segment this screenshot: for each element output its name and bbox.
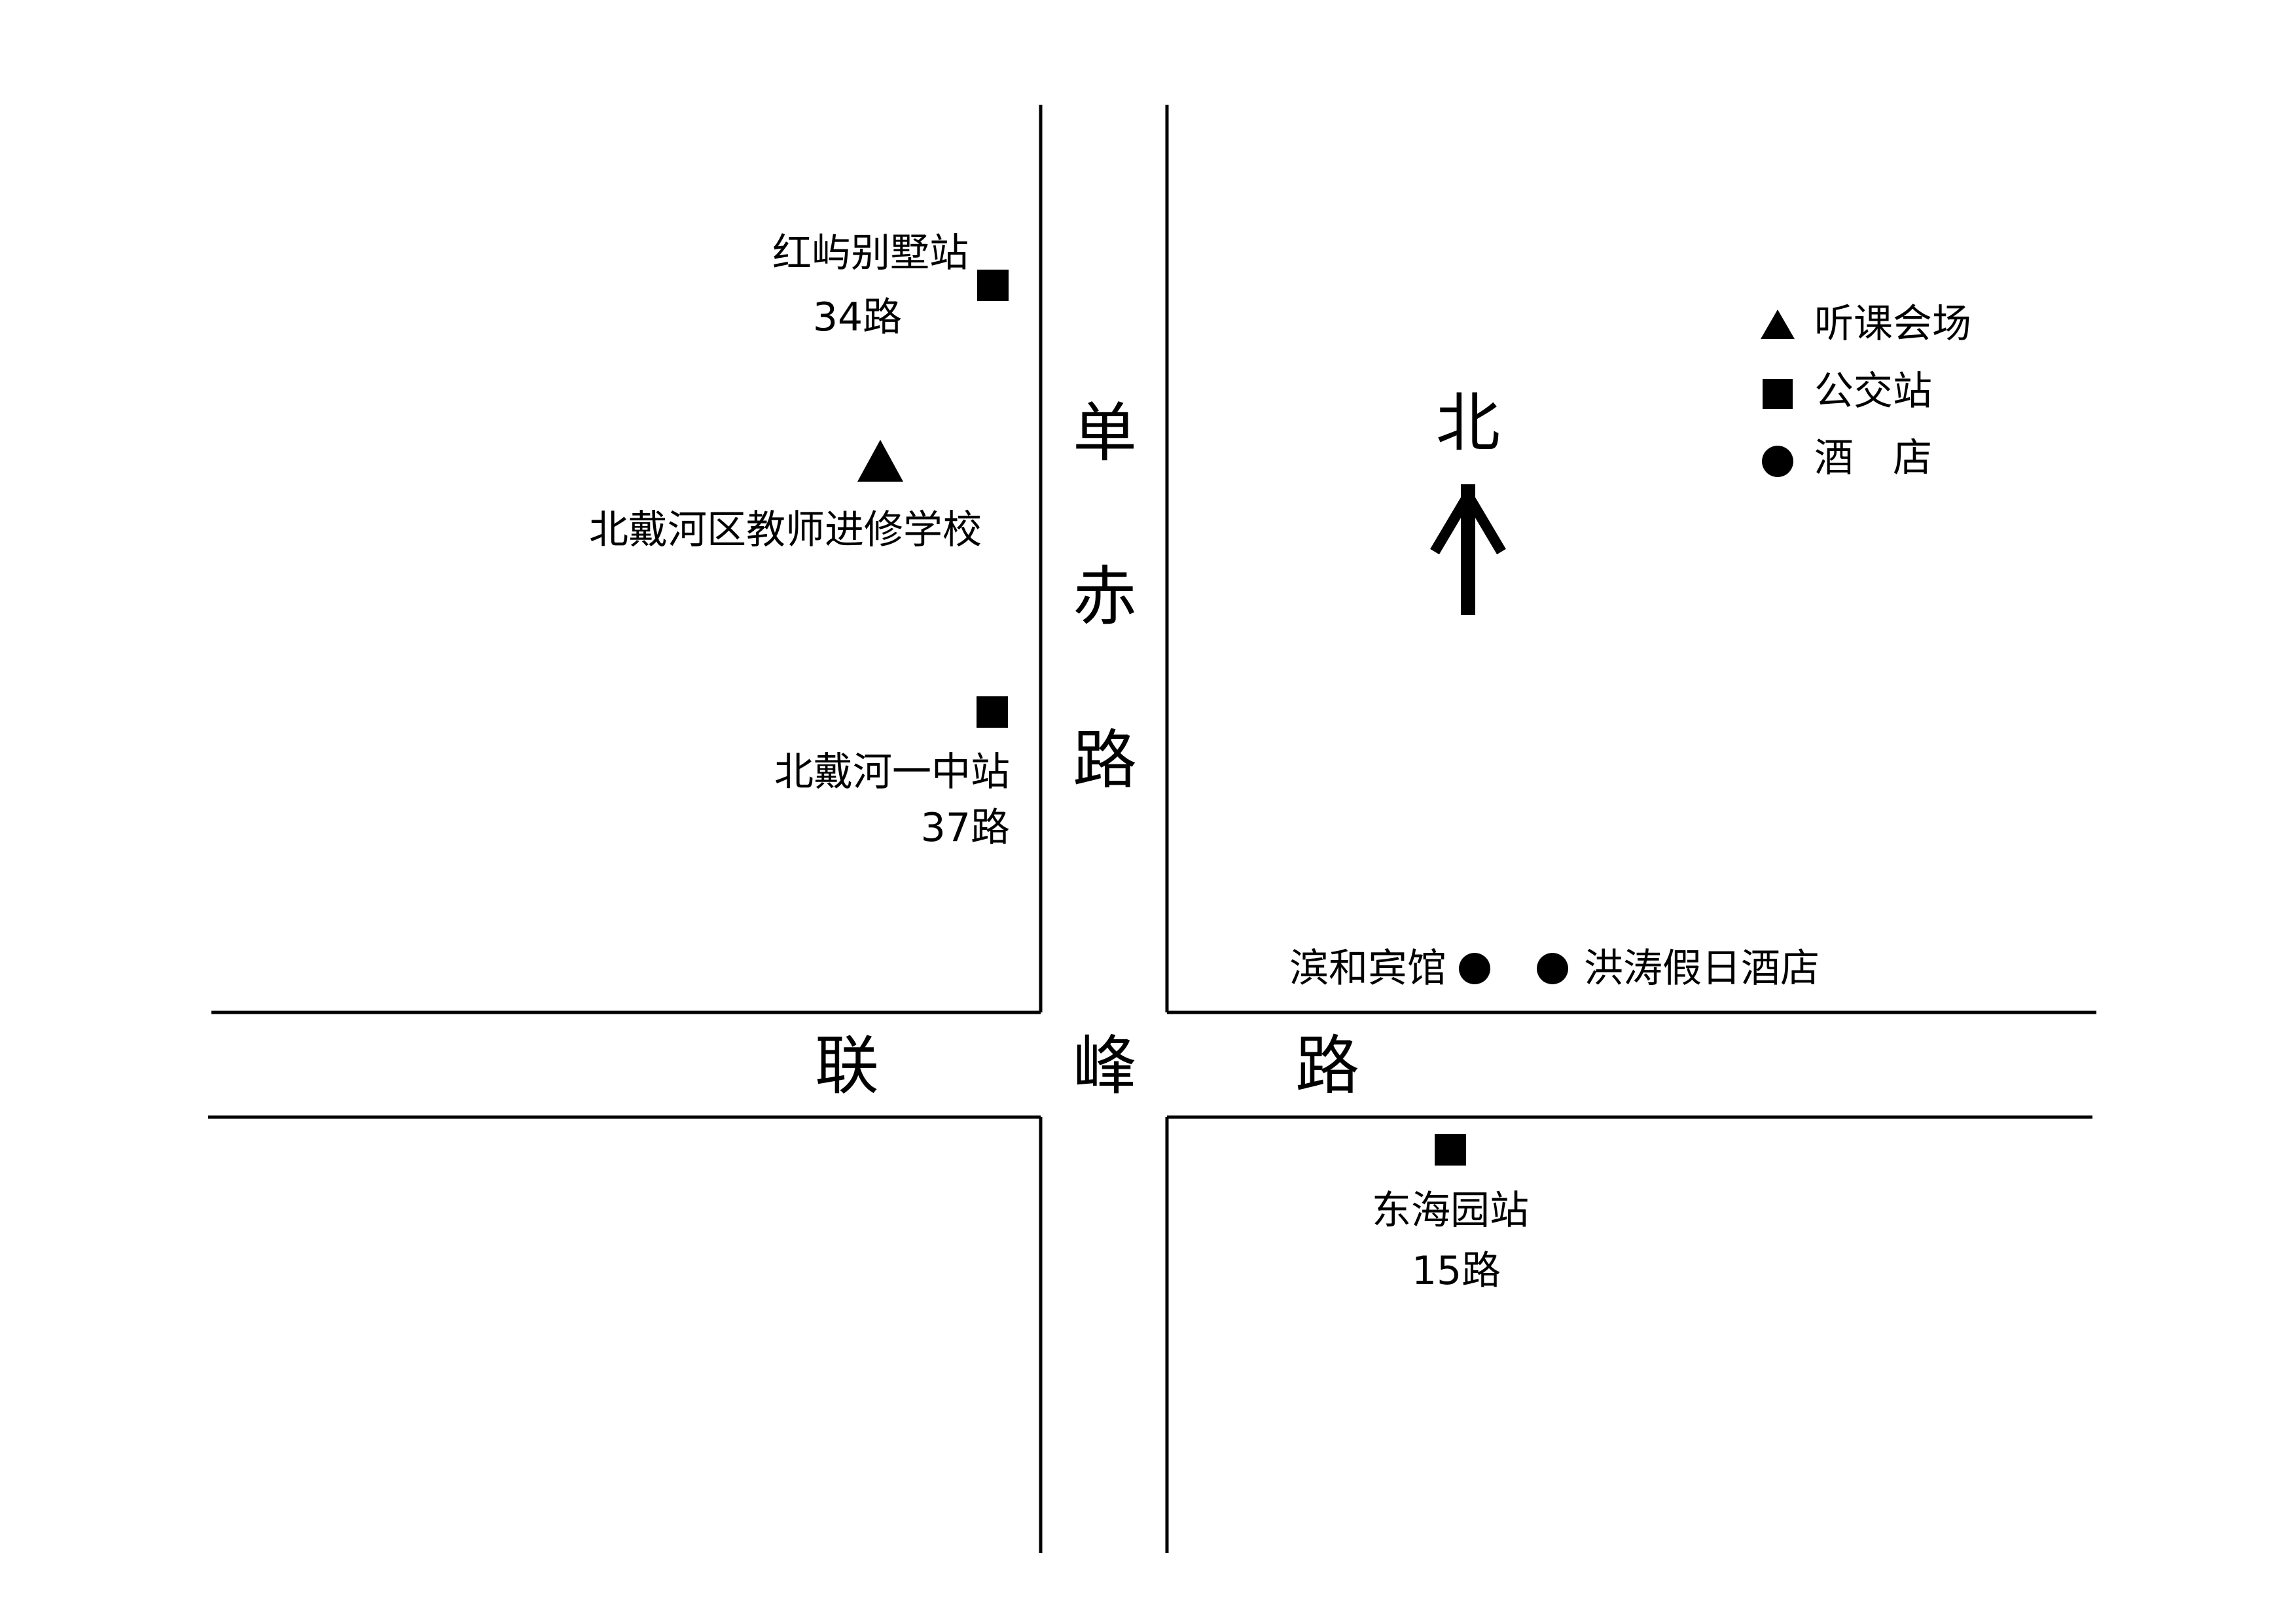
donghaiyuan-station-square-icon	[1435, 1134, 1466, 1166]
binhe-hotel-name: 滨和宾馆	[1289, 946, 1446, 991]
vertical-road-name: 单 赤 路	[1069, 401, 1141, 892]
yizhong-station-square-icon	[977, 696, 1008, 728]
legend-venue-label: 听课会场	[1814, 301, 1971, 347]
hongyu-station-square-icon	[977, 270, 1009, 301]
vertical-road-char-1: 单	[1072, 396, 1137, 471]
school-triangle-icon	[857, 440, 903, 482]
donghaiyuan-station-name: 东海园站	[1372, 1188, 1529, 1234]
compass-north-label: 北	[1435, 386, 1501, 461]
yizhong-station-name: 北戴河一中站	[774, 749, 1010, 795]
hongyu-station-name: 红屿别墅站	[772, 230, 969, 276]
legend-circle-icon	[1762, 446, 1793, 477]
horizontal-road-char-1: 联	[814, 1029, 880, 1103]
legend-bus-stop-label: 公交站	[1814, 368, 1932, 414]
legend-square-icon	[1763, 379, 1793, 409]
vertical-road-char-3: 路	[1072, 723, 1137, 798]
north-arrow-icon	[1430, 484, 1506, 615]
legend-triangle-icon	[1761, 310, 1795, 339]
hongyu-station-route: 34路	[812, 294, 903, 340]
horizontal-road-char-3: 路	[1295, 1029, 1360, 1103]
binhe-hotel-circle-icon	[1459, 953, 1490, 984]
school-name: 北戴河区教师进修学校	[589, 507, 982, 553]
legend-hotel-label: 酒 店	[1814, 435, 1932, 481]
yizhong-station-route: 37路	[920, 805, 1010, 851]
hongtao-hotel-name: 洪涛假日酒店	[1584, 946, 1820, 991]
vertical-road-char-2: 赤	[1072, 560, 1137, 634]
hongtao-hotel-circle-icon	[1537, 953, 1568, 984]
horizontal-road-char-2: 峰	[1072, 1029, 1138, 1103]
donghaiyuan-station-route: 15路	[1411, 1248, 1501, 1294]
